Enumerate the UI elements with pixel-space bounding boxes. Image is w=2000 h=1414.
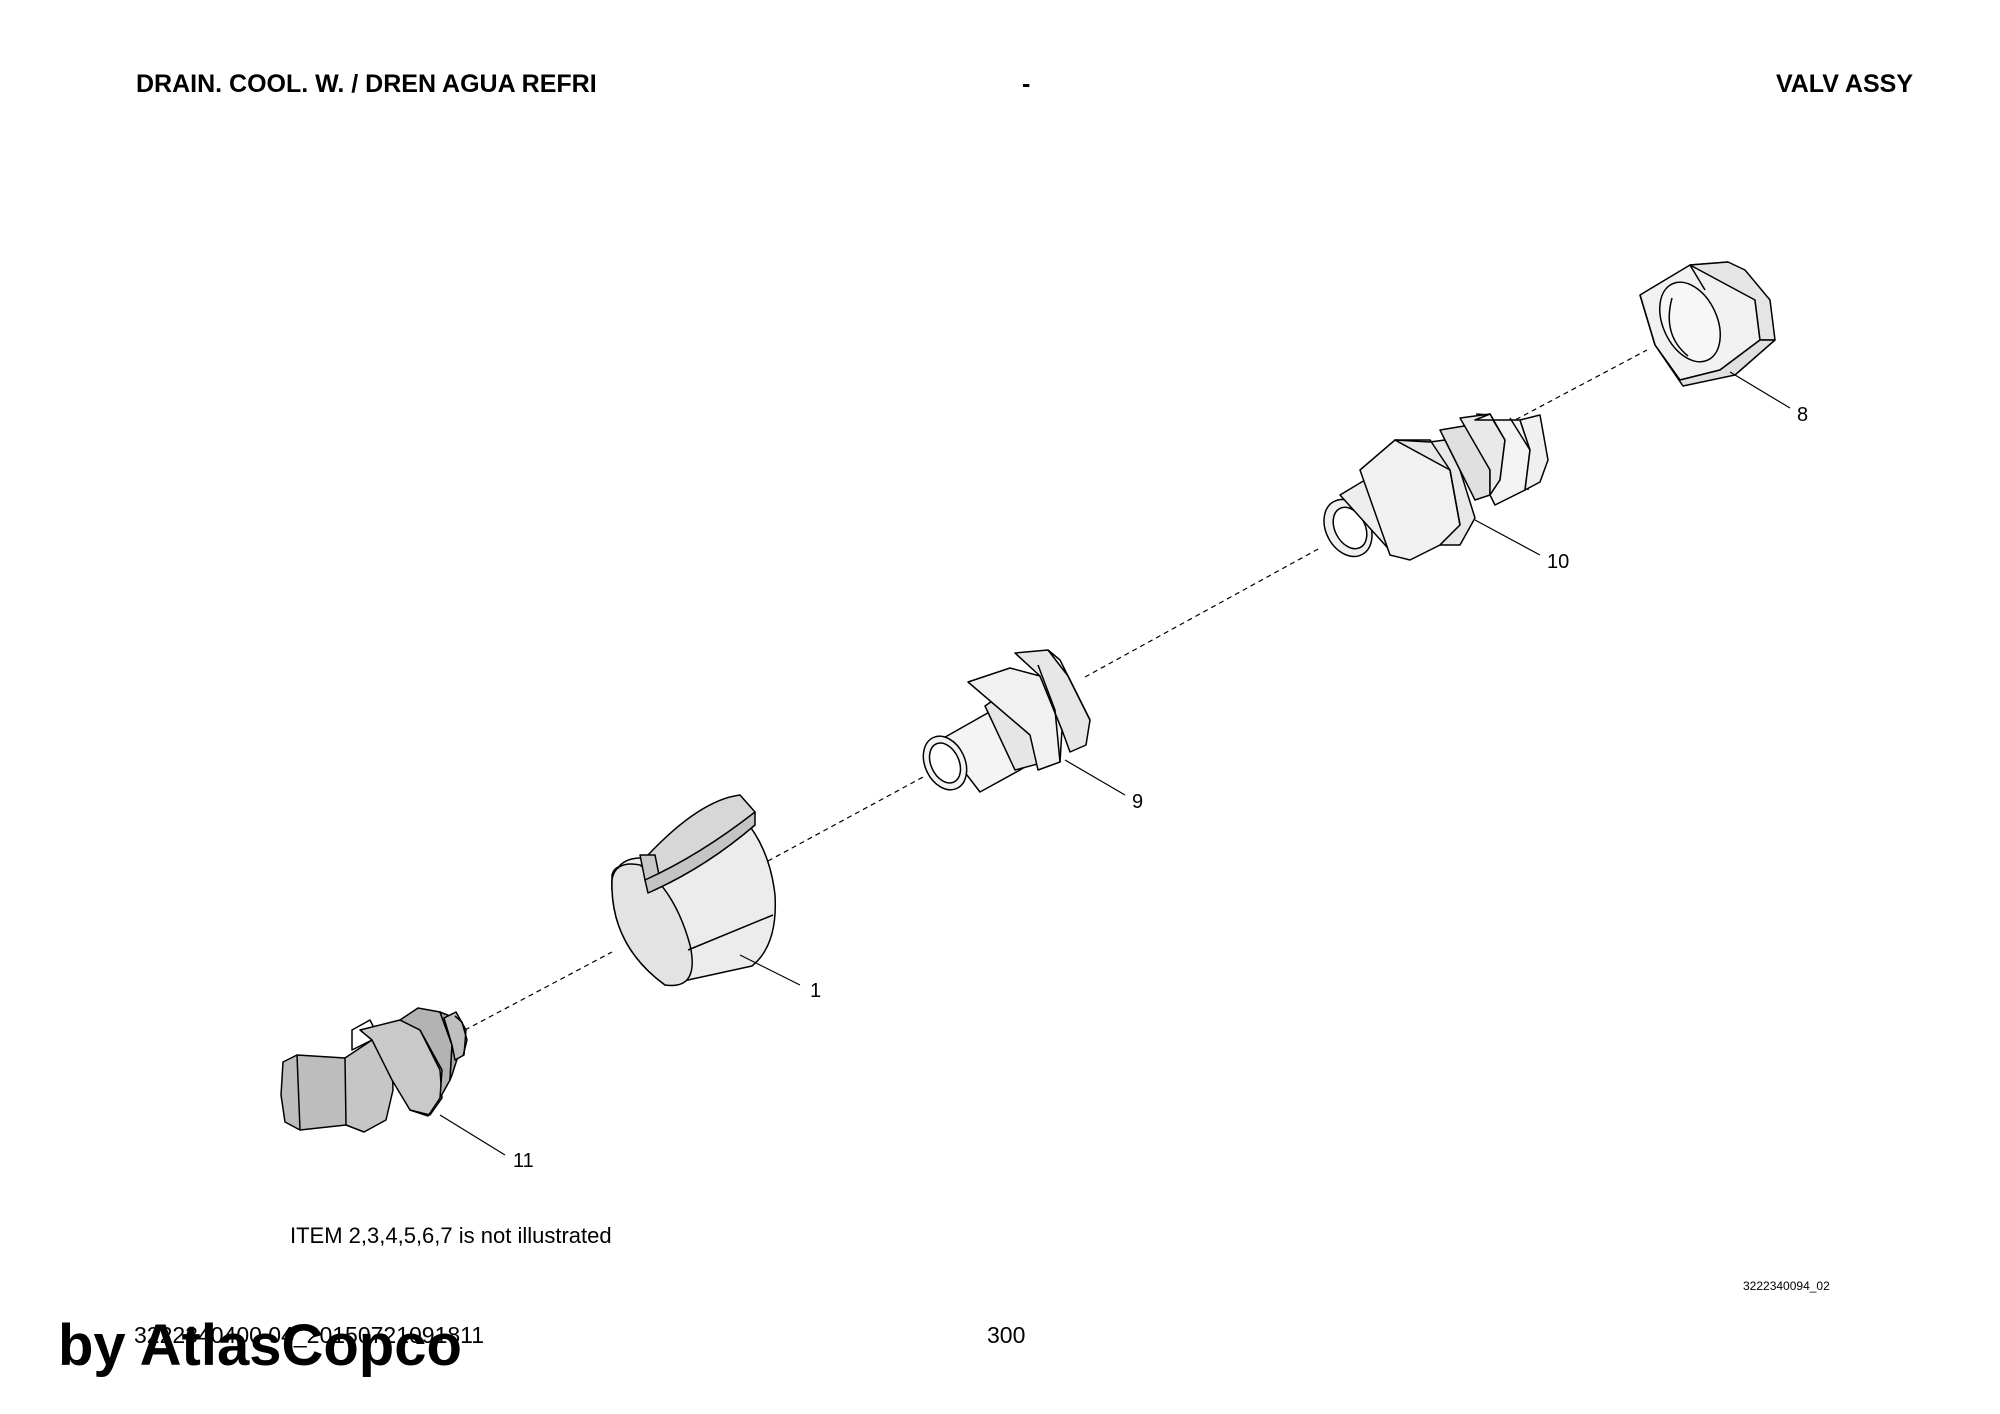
callout-11: 11 xyxy=(513,1150,534,1172)
callout-10: 10 xyxy=(1547,551,1569,573)
watermark-text: by AtlasCopco xyxy=(58,1313,462,1378)
assembly-axis xyxy=(464,349,1648,1031)
part-11-elbow-fitting xyxy=(280,1007,468,1133)
header-title-right: VALV ASSY xyxy=(1775,70,1913,98)
leader-lines xyxy=(439,371,1791,1156)
callout-8: 8 xyxy=(1797,404,1808,426)
part-1-valve-body xyxy=(611,794,777,987)
document-id: 3222340400 04_20150721091811 xyxy=(134,1322,485,1348)
header-separator: - xyxy=(1022,70,1031,98)
callout-1: 1 xyxy=(810,980,821,1002)
part-9-bulkhead-connector xyxy=(922,649,1091,793)
drawing-number: 3222340094_02 xyxy=(1743,1279,1830,1293)
not-illustrated-note: ITEM 2,3,4,5,6,7 is not illustrated xyxy=(290,1223,612,1248)
part-8-hex-nut xyxy=(1639,261,1776,387)
callout-9: 9 xyxy=(1132,791,1143,813)
header-title-left: DRAIN. COOL. W. / DREN AGUA REFRI xyxy=(136,70,597,98)
part-10-union-fitting xyxy=(1323,413,1549,561)
page-number: 300 xyxy=(987,1322,1026,1348)
